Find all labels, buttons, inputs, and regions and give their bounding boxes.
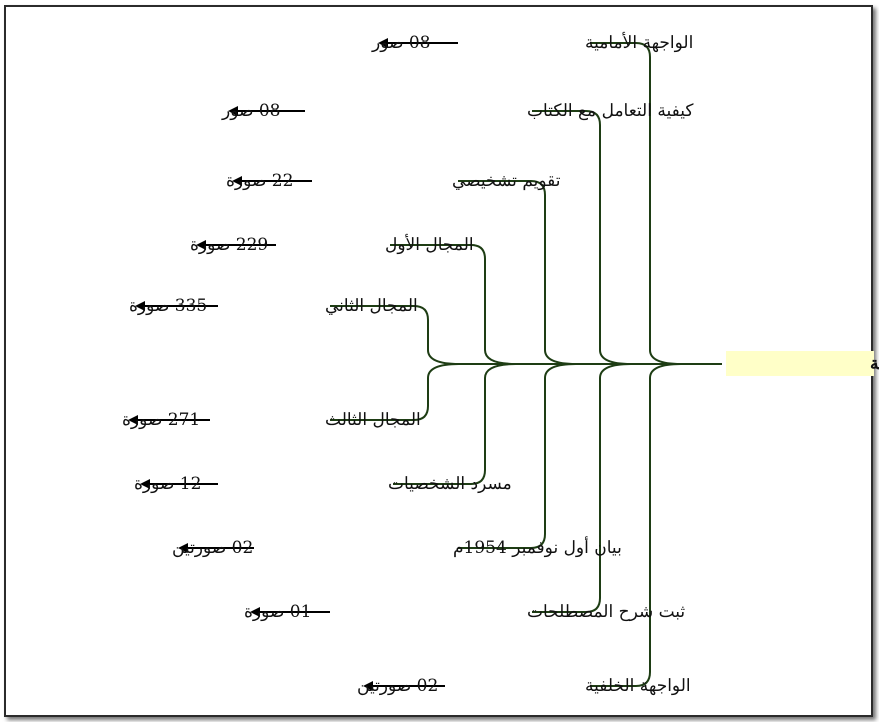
item-count: 22 صورة	[226, 171, 293, 191]
item-label: المجال الأول	[385, 234, 474, 255]
item-label: المجال الثالث	[325, 410, 421, 430]
root-highlight	[726, 351, 874, 376]
branch-line	[532, 110, 722, 365]
branch-line	[532, 363, 722, 613]
item-label: الواجهة الأمامية	[585, 32, 693, 53]
item-label: ثبت شرح المصطلحات	[527, 602, 685, 622]
item-count: 08 صور	[371, 33, 430, 53]
arrow-head-icon	[232, 176, 242, 186]
arrow-head-icon	[140, 479, 150, 489]
item-label: بيان أول نوفمبر 1954م	[453, 536, 622, 558]
arrow-head-icon	[228, 106, 238, 116]
branch-line	[590, 363, 722, 687]
item-label: تقويم تشخيصي	[452, 171, 561, 191]
arrow-head-icon	[250, 607, 260, 617]
item-count: 229 صورة	[190, 235, 268, 255]
item-count: 271 صورة	[122, 410, 200, 430]
arrow-head-icon	[378, 38, 388, 48]
item-label: الواجهة الخلفية	[585, 676, 691, 696]
branch-line	[330, 305, 722, 365]
arrow-head-icon	[128, 415, 138, 425]
item-count: 01 صورة	[244, 602, 311, 622]
branch-line	[458, 363, 722, 549]
arrow-head-icon	[363, 681, 373, 691]
labels: الواجهة الأمامية 08 صور كيفية التعامل مع ا…	[122, 32, 694, 696]
item-label: كيفية التعامل مع الكتاب	[527, 101, 694, 121]
item-label: مسرد الشخصيات	[388, 474, 512, 494]
arrows	[128, 38, 458, 691]
item-label: المجال الثاني	[325, 296, 418, 316]
item-count: 335 صورة	[129, 296, 207, 316]
item-count: 12 صورة	[134, 474, 201, 494]
root-label: الصورة التعليمية	[870, 354, 879, 374]
branch-lines	[330, 42, 722, 687]
branch-line	[390, 244, 722, 365]
item-count: 02 صورتين	[172, 538, 253, 558]
branch-line	[330, 363, 722, 421]
branch-line	[393, 363, 722, 485]
item-count: 08 صور	[221, 101, 280, 121]
item-count: 02 صورتين	[357, 676, 438, 696]
arrow-head-icon	[196, 240, 206, 250]
arrow-head-icon	[178, 543, 188, 553]
branch-line	[590, 42, 722, 365]
arrow-head-icon	[135, 301, 145, 311]
branch-line	[458, 180, 722, 365]
